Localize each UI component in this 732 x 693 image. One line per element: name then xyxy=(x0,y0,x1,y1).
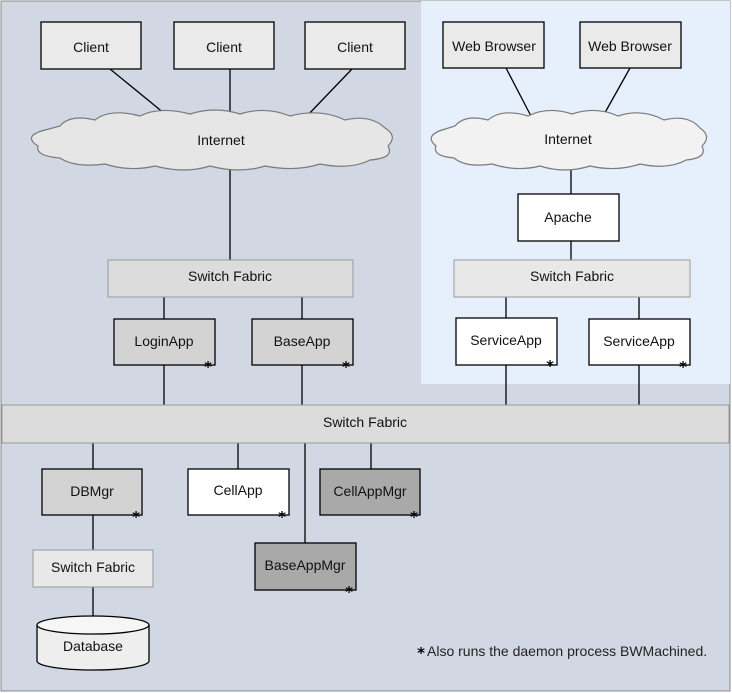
footnote-text: Also runs the daemon process BWMachined. xyxy=(427,643,707,659)
connectors xyxy=(92,67,640,616)
footnote: * Also runs the daemon process BWMachine… xyxy=(417,643,707,662)
svg-text:Internet: Internet xyxy=(197,132,245,148)
svg-text:ServiceApp: ServiceApp xyxy=(470,332,542,348)
svg-text:Web Browser: Web Browser xyxy=(452,38,536,54)
client-node: Client xyxy=(304,21,406,70)
internet-cloud-right: Internet xyxy=(430,109,708,171)
base-app-node: BaseApp * xyxy=(251,318,354,376)
svg-text:Apache: Apache xyxy=(544,209,592,225)
svg-text:Client: Client xyxy=(337,39,373,55)
client-node: Client xyxy=(173,21,275,70)
svg-text:Client: Client xyxy=(73,39,109,55)
switch-fabric-left: Switch Fabric xyxy=(107,259,354,298)
svg-text:Switch Fabric: Switch Fabric xyxy=(530,268,614,284)
daemon-marker: * xyxy=(342,358,350,376)
svg-text:Switch Fabric: Switch Fabric xyxy=(323,414,407,430)
daemon-marker: * xyxy=(278,508,286,526)
svg-text:CellAppMgr: CellAppMgr xyxy=(333,483,406,499)
svg-text:DBMgr: DBMgr xyxy=(70,483,114,499)
web-browser-node: Web Browser xyxy=(442,21,545,69)
apache-node: Apache xyxy=(517,193,620,242)
daemon-marker: * xyxy=(679,358,687,376)
daemon-marker: * xyxy=(345,583,353,601)
client-node: Client xyxy=(40,21,142,70)
connector xyxy=(601,67,631,119)
svg-text:Switch Fabric: Switch Fabric xyxy=(188,268,272,284)
connector xyxy=(505,67,533,119)
service-app-node: ServiceApp * xyxy=(455,317,558,375)
svg-text:Client: Client xyxy=(206,39,242,55)
svg-text:Internet: Internet xyxy=(544,131,592,147)
connector xyxy=(109,68,171,119)
db-mgr-node: DBMgr * xyxy=(41,468,143,526)
connector xyxy=(304,68,353,119)
daemon-marker: * xyxy=(204,358,212,376)
svg-text:Web Browser: Web Browser xyxy=(588,38,672,54)
login-app-node: LoginApp * xyxy=(113,318,216,376)
switch-fabric-db: Switch Fabric xyxy=(32,549,154,588)
svg-text:ServiceApp: ServiceApp xyxy=(603,333,675,349)
internet-cloud-left: Internet xyxy=(30,109,393,171)
svg-text:CellApp: CellApp xyxy=(213,482,262,498)
service-app-node: ServiceApp * xyxy=(588,318,691,376)
database-cylinder: Database xyxy=(36,615,150,671)
cell-app-mgr-node: CellAppMgr * xyxy=(319,468,421,526)
svg-text:Database: Database xyxy=(63,638,123,654)
switch-fabric-right: Switch Fabric xyxy=(453,259,691,298)
web-browser-node: Web Browser xyxy=(579,21,682,69)
svg-text:BaseAppMgr: BaseAppMgr xyxy=(265,557,346,573)
footnote-marker: * xyxy=(417,644,425,662)
daemon-marker: * xyxy=(546,357,554,375)
daemon-marker: * xyxy=(132,508,140,526)
daemon-marker: * xyxy=(410,508,418,526)
svg-text:Switch Fabric: Switch Fabric xyxy=(51,559,135,575)
base-app-mgr-node: BaseAppMgr * xyxy=(254,542,357,601)
svg-text:BaseApp: BaseApp xyxy=(274,333,331,349)
cell-app-node: CellApp * xyxy=(187,468,290,526)
switch-fabric-main: Switch Fabric xyxy=(1,404,730,444)
svg-text:LoginApp: LoginApp xyxy=(134,333,193,349)
